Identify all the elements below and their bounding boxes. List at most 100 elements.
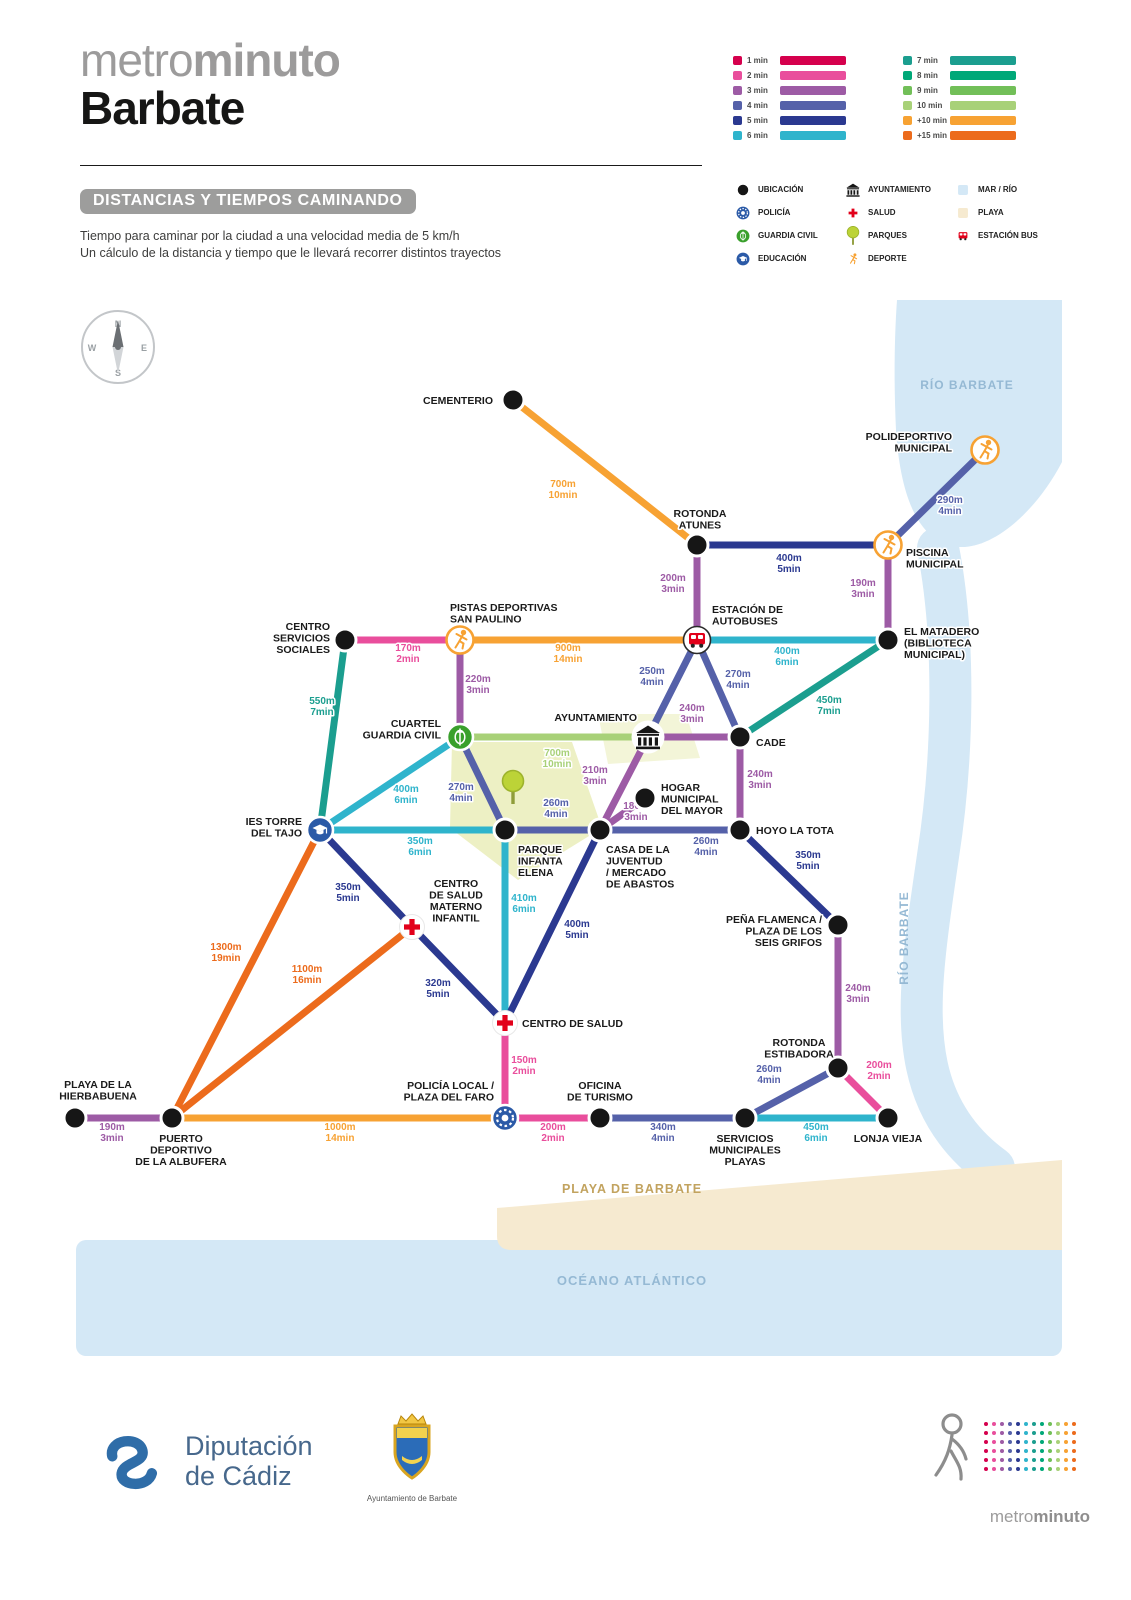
brand-title: metrominuto bbox=[80, 36, 341, 84]
time-bar bbox=[950, 115, 1016, 125]
time-legend-item: 5 min bbox=[733, 115, 846, 125]
map-node-parque_deco bbox=[501, 769, 525, 804]
header: metrominuto Barbate bbox=[80, 36, 341, 133]
subtitle: Tiempo para caminar por la ciudad a una … bbox=[80, 228, 501, 262]
time-swatch bbox=[733, 100, 742, 110]
time-legend-item: 10 min bbox=[903, 100, 1016, 110]
time-legend-item: 6 min bbox=[733, 130, 846, 140]
time-swatch bbox=[733, 85, 742, 95]
subtitle-line-2: Un cálculo de la distancia y tiempo que … bbox=[80, 246, 502, 260]
ayuntamiento-crest-block: Ayuntamiento de Barbate bbox=[352, 1412, 472, 1503]
edge-estacion-cade bbox=[693, 636, 744, 741]
diputacion-line-1: Diputación bbox=[185, 1430, 313, 1461]
time-swatch bbox=[903, 70, 912, 80]
time-swatch bbox=[733, 115, 742, 125]
time-swatch bbox=[733, 70, 742, 80]
ocean-area bbox=[76, 1240, 1062, 1356]
icon-legend-item-dot: UBICACIÓN bbox=[733, 181, 843, 198]
map-node-casa_juventud bbox=[587, 817, 613, 843]
edge-estibadora-servicios_playas bbox=[741, 1064, 842, 1122]
time-bar bbox=[950, 55, 1016, 65]
node-label-hoyo: HOYO LA TOTA bbox=[756, 825, 834, 837]
node-label-centro_salud: CENTRO DE SALUD bbox=[522, 1018, 623, 1030]
metrominuto-logo bbox=[934, 1413, 1076, 1481]
park-area bbox=[450, 742, 602, 880]
node-label-cementerio: CEMENTERIO bbox=[423, 395, 493, 407]
time-legend-item: 7 min bbox=[903, 55, 1016, 65]
metrominuto-wordmark: metrominuto bbox=[925, 1507, 1090, 1527]
time-bar bbox=[780, 55, 846, 65]
bus-icon bbox=[958, 231, 968, 240]
map-node-puerto bbox=[159, 1105, 185, 1131]
map-node-playa_hierbabuena bbox=[62, 1105, 88, 1131]
time-swatch bbox=[733, 55, 742, 65]
crest-caption: Ayuntamiento de Barbate bbox=[366, 1494, 458, 1503]
region-label: PLAYA DE BARBATE bbox=[562, 1182, 702, 1196]
time-legend-item: 8 min bbox=[903, 70, 1016, 80]
map-node-servicios_sociales bbox=[332, 627, 358, 653]
edge-ies-materno bbox=[316, 826, 416, 931]
tree-icon bbox=[846, 225, 860, 245]
region-label: RÍO BARBATE bbox=[896, 891, 911, 984]
playa-icon bbox=[958, 207, 968, 218]
icon-legend-label: SALUD bbox=[868, 208, 896, 217]
icon-legend-item-mar: MAR / RÍO bbox=[953, 181, 1063, 198]
time-swatch bbox=[903, 55, 912, 65]
map-node-ies bbox=[305, 815, 335, 845]
map-node-cade bbox=[727, 724, 753, 750]
diputacion-line-2: de Cádiz bbox=[185, 1461, 292, 1491]
edge-materno-puerto bbox=[168, 923, 416, 1122]
time-swatch bbox=[903, 85, 912, 95]
map-node-estibadora bbox=[825, 1055, 851, 1081]
icon-legend-item-playa: PLAYA bbox=[953, 204, 1063, 221]
time-label: +10 min bbox=[917, 115, 948, 125]
time-bar bbox=[950, 70, 1016, 80]
rio-barbate-channel bbox=[900, 527, 1015, 1189]
diputacion-text: Diputación de Cádiz bbox=[185, 1431, 313, 1491]
map-node-rotonda_atunes bbox=[684, 532, 710, 558]
time-legend-item: 1 min bbox=[733, 55, 846, 65]
ayto-icon bbox=[846, 183, 860, 197]
time-swatch bbox=[903, 115, 912, 125]
edge-matadero-cade bbox=[736, 636, 892, 741]
icon-legend-item-guardia: GUARDIA CIVIL bbox=[733, 227, 843, 244]
icon-legend-item-salud: SALUD bbox=[843, 204, 953, 221]
icon-legend-item-tree: PARQUES bbox=[843, 225, 953, 245]
time-bar bbox=[950, 130, 1016, 140]
edge-cementerio-rotonda_atunes bbox=[509, 396, 701, 549]
time-label: 8 min bbox=[917, 70, 938, 80]
time-swatch bbox=[903, 130, 912, 140]
map-node-ayuntamiento bbox=[631, 720, 665, 754]
salud-icon bbox=[848, 208, 858, 217]
time-label: 1 min bbox=[747, 55, 768, 65]
